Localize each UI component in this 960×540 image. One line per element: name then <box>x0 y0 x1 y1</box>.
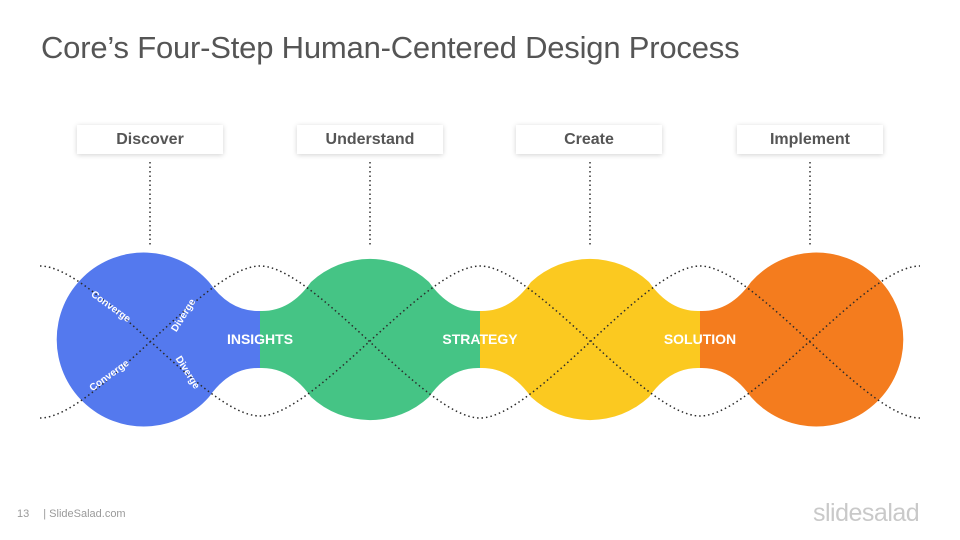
slide-title: Core’s Four-Step Human-Centered Design P… <box>41 30 740 65</box>
stage-label-understand: Understand <box>297 125 443 154</box>
page-number: 13 <box>17 508 30 520</box>
source-text: | SlideSalad.com <box>43 508 126 520</box>
stage-shape-understand <box>260 258 480 421</box>
dotted-wave-top <box>39 265 921 417</box>
slidesalad-logo: slidesalad <box>813 499 920 527</box>
stage-label-implement: Implement <box>737 125 883 154</box>
connector-label-solution: SOLUTION <box>664 331 736 347</box>
slide-footer: 13 | SlideSalad.com <box>17 508 126 520</box>
stage-label-discover: Discover <box>77 125 223 154</box>
connector-label-strategy: STRATEGY <box>442 331 518 347</box>
stage-shape-implement <box>700 252 904 427</box>
stage-label-create: Create <box>516 125 662 154</box>
stage-shape-create <box>480 258 700 421</box>
stage-shape-discover <box>56 252 260 427</box>
connector-label-insights: INSIGHTS <box>227 331 293 347</box>
